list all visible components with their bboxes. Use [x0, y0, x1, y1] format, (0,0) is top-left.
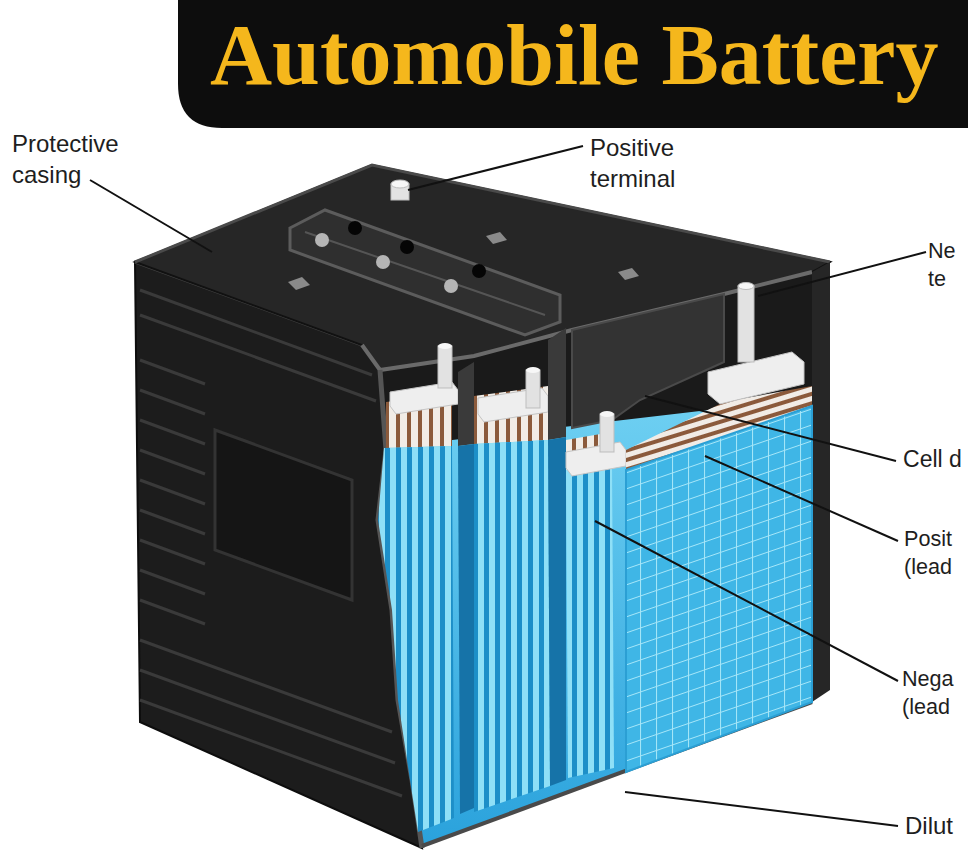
- grid-plate: [626, 406, 812, 772]
- leader-line: [705, 456, 898, 541]
- cell-post-top: [600, 411, 614, 417]
- part-label: Cell d: [903, 445, 962, 475]
- title-banner: [178, 0, 968, 128]
- cell-post: [600, 414, 614, 452]
- terminal-base: [708, 352, 804, 404]
- part-label: Dilut: [905, 810, 953, 841]
- vent-hole: [348, 221, 362, 235]
- cell-divider: [548, 437, 566, 786]
- cover-marker: [288, 277, 310, 290]
- cell-post: [438, 346, 452, 388]
- vent-line: [305, 232, 545, 315]
- cell-post: [526, 370, 540, 408]
- cell-cap: [566, 442, 626, 476]
- part-label: Protective casing: [12, 128, 152, 190]
- cell-divider: [458, 444, 474, 814]
- vent-cap: [376, 255, 390, 269]
- positive-terminal-top: [391, 180, 409, 188]
- cell-post-top: [438, 343, 452, 349]
- leader-line: [595, 521, 898, 681]
- negative-terminal-post: [738, 286, 754, 362]
- cover-marker: [618, 268, 639, 280]
- part-label: Ne te: [928, 237, 962, 293]
- cell-post-top: [526, 367, 540, 373]
- vent-cap: [315, 233, 329, 247]
- casing-panel: [215, 430, 352, 600]
- part-label: Nega (lead: [902, 665, 962, 721]
- leader-line: [408, 146, 583, 190]
- leader-line: [758, 252, 926, 296]
- casing-ribs: [140, 290, 402, 796]
- electrolyte: [378, 398, 812, 846]
- cell-divider: [548, 328, 566, 440]
- leader-line: [90, 180, 212, 252]
- part-label: Posit (lead: [904, 525, 962, 581]
- vent-strip: [290, 210, 560, 335]
- cover-marker: [486, 232, 507, 244]
- cover-rim: [135, 165, 830, 262]
- plates: [474, 440, 550, 812]
- cell-divider: [458, 362, 474, 446]
- leader-line: [625, 792, 898, 826]
- negative-terminal-top: [738, 283, 754, 290]
- vent-hole: [472, 264, 486, 278]
- vent-cap: [444, 279, 458, 293]
- plates: [378, 446, 454, 832]
- title: Automobile Battery: [210, 12, 938, 98]
- cell-divider: [572, 294, 724, 428]
- vent-hole: [400, 240, 414, 254]
- part-label: Positive terminal: [590, 132, 730, 194]
- plates: [566, 464, 614, 778]
- leader-line: [645, 396, 896, 461]
- interior: [378, 272, 812, 846]
